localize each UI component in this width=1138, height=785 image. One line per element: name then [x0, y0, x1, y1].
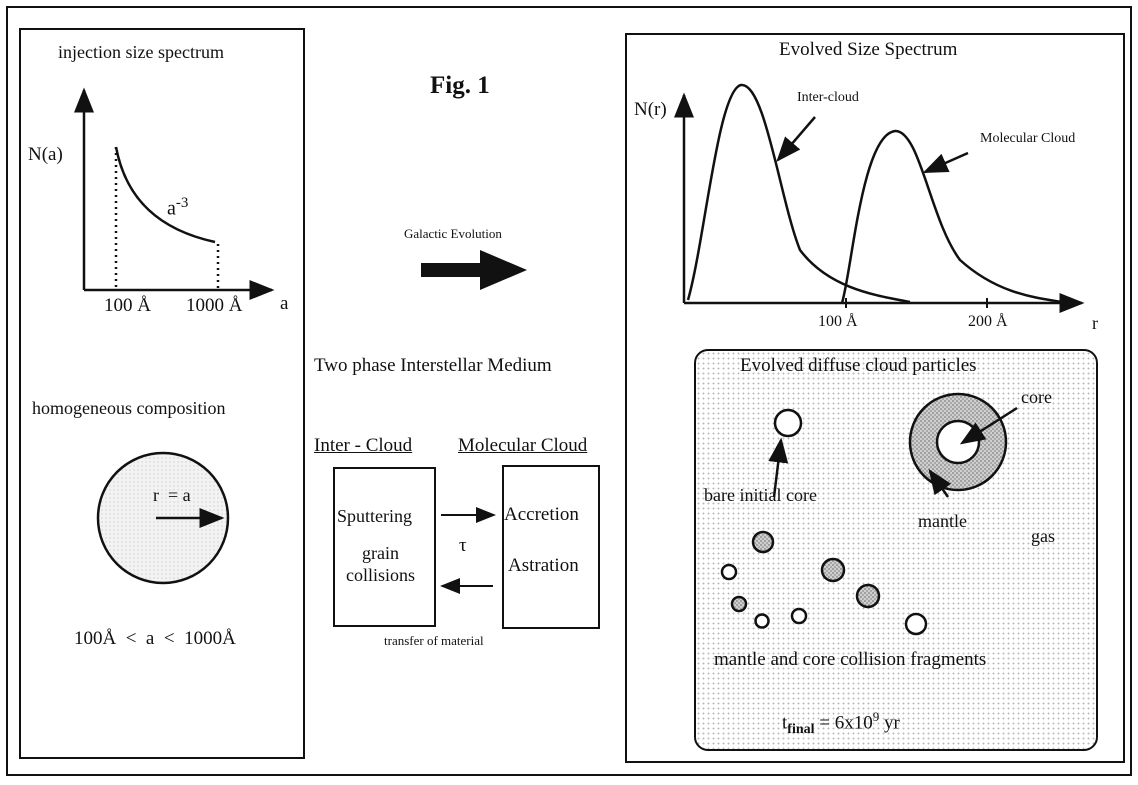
- t-final-exponent: 9: [872, 709, 880, 724]
- galactic-evolution-arrow: [421, 250, 527, 290]
- core-pointer: [959, 406, 1018, 445]
- bare-core-pointer: [768, 437, 789, 498]
- outer-frame: [6, 6, 1132, 776]
- left-x-axis-label: a: [280, 293, 289, 314]
- size-range-label: 100Å < a < 1000Å: [74, 628, 236, 649]
- t-final-label: tfinal = 6x109 yr: [782, 710, 900, 737]
- left-panel: [19, 28, 305, 759]
- right-tick-200: 200 Å: [968, 313, 1008, 330]
- accretion-label: Accretion: [504, 504, 579, 525]
- power-law-label: a-3: [167, 196, 188, 219]
- power-law-curve: [114, 146, 216, 244]
- inter-cloud-curve-label: Inter-cloud: [797, 90, 859, 105]
- particles-drawing: [720, 392, 1018, 636]
- molecular-cloud-curve: [840, 129, 1069, 305]
- right-panel: [625, 33, 1125, 763]
- inter-cloud-pointer: [776, 116, 816, 162]
- molecular-cloud-curve-label: Molecular Cloud: [980, 131, 1076, 146]
- left-panel-title: injection size spectrum: [58, 42, 224, 62]
- sputtering-label: Sputtering: [337, 506, 412, 526]
- power-law-exponent: -3: [175, 195, 189, 211]
- figure-label: Fig. 1: [430, 72, 490, 99]
- left-tick-100: 100 Å: [104, 295, 151, 316]
- medium-label: Two phase Interstellar Medium: [314, 355, 552, 376]
- astration-label: Astration: [508, 555, 579, 576]
- molecular-cloud-box: [502, 465, 600, 629]
- right-tick-100: 100 Å: [818, 313, 858, 330]
- t-final-subscript: final: [787, 722, 815, 738]
- radius-label: r = a: [153, 485, 191, 505]
- gas-label: gas: [1031, 526, 1055, 546]
- power-law-base: a: [167, 197, 176, 220]
- core-label: core: [1021, 387, 1052, 407]
- bare-core-label: bare initial core: [704, 485, 817, 505]
- inter-cloud-box: [333, 467, 436, 627]
- t-final-value: = 6x10: [819, 712, 873, 734]
- molecular-cloud-pointer: [922, 151, 969, 174]
- left-tick-1000: 1000 Å: [186, 295, 243, 316]
- right-x-axis-label: r: [1092, 313, 1098, 333]
- left-y-axis-label: N(a): [28, 144, 63, 165]
- t-final-base: t: [782, 712, 788, 734]
- inter-cloud-heading: Inter - Cloud: [314, 435, 413, 456]
- homogeneous-grain: [96, 451, 230, 585]
- mantle-pointer: [928, 468, 952, 498]
- molecular-cloud-heading: Molecular Cloud: [458, 435, 588, 456]
- right-panel-title: Evolved Size Spectrum: [779, 39, 958, 60]
- tau-label: τ: [459, 535, 467, 556]
- fragments-label: mantle and core collision fragments: [714, 649, 987, 670]
- composition-label: homogeneous composition: [32, 398, 226, 418]
- inter-cloud-curve: [686, 83, 911, 304]
- evolved-spectrum-plot: [674, 83, 1085, 313]
- injection-spectrum-plot: [74, 87, 275, 300]
- galactic-evolution-label: Galactic Evolution: [404, 226, 502, 241]
- collisions-label: collisions: [346, 565, 416, 585]
- bare-core-particle: [773, 408, 803, 438]
- grain-label: grain: [362, 543, 399, 563]
- t-final-unit: yr: [879, 712, 900, 734]
- right-y-axis-label: N(r): [634, 99, 667, 120]
- transfer-label: transfer of material: [384, 633, 484, 648]
- particles-title: Evolved diffuse cloud particles: [740, 355, 977, 376]
- core-particle: [935, 419, 981, 465]
- mantle-label: mantle: [918, 511, 967, 531]
